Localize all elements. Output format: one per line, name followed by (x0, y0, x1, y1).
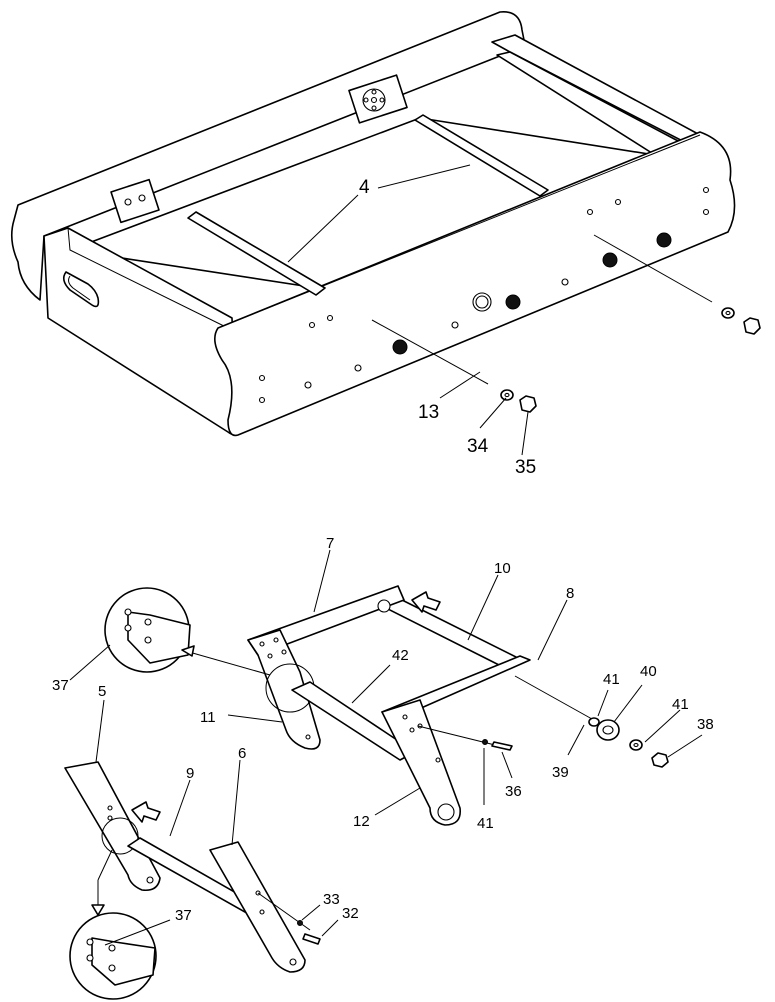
callout-37-b: 37 (175, 907, 192, 924)
rail-right (414, 114, 549, 197)
slot-inner (68, 275, 91, 301)
leg-12 (381, 699, 462, 826)
callout-7: 7 (326, 535, 334, 552)
direction-arrow-upper (411, 591, 441, 613)
callout-8: 8 (566, 585, 574, 602)
callout-11: 11 (200, 709, 216, 726)
mounting-plate-left (110, 178, 160, 224)
nut-35-left (519, 395, 537, 413)
washer-33 (297, 920, 303, 926)
table-cabinet (10, 11, 761, 437)
gear-3 (602, 252, 618, 268)
rod-13-left (371, 319, 489, 385)
detail-circle-lower (101, 817, 139, 855)
rail-left (187, 211, 326, 296)
gear-2 (505, 294, 521, 310)
leg-assembly-lower (64, 761, 321, 973)
bolt-32 (302, 933, 321, 945)
nut-35-right (743, 317, 761, 335)
nut-38 (651, 752, 669, 768)
leg-bracket-11 (247, 629, 321, 750)
bottom-leaders (69, 549, 703, 946)
leg-assembly-upper (247, 585, 669, 826)
gear-1 (392, 339, 408, 355)
callout-33: 33 (323, 891, 340, 908)
callout-34: 34 (467, 436, 489, 457)
washer-41-b (588, 717, 600, 727)
callout-6: 6 (238, 745, 246, 762)
rod-13-right (593, 234, 713, 303)
left-end-edge (67, 227, 233, 331)
leg-5 (64, 761, 161, 892)
callout-42: 42 (392, 647, 409, 664)
axle-39 (514, 675, 593, 720)
direction-arrow-lower (131, 801, 161, 823)
callout-9: 9 (186, 765, 194, 782)
callout-13: 13 (418, 402, 439, 423)
bolt-36 (491, 741, 513, 751)
callout-10: 10 (494, 560, 511, 577)
callout-41-a: 41 (477, 815, 494, 832)
callout-36: 36 (505, 783, 522, 800)
callout-37-a: 37 (52, 677, 69, 694)
ball-return-slot (62, 271, 100, 308)
right-end-wall (491, 34, 701, 151)
callout-5: 5 (98, 683, 106, 700)
gear-4 (656, 232, 672, 248)
detail-bubble-lower (69, 912, 157, 1000)
washer-41-a (482, 739, 488, 745)
callout-39: 39 (552, 764, 569, 781)
callout-41-b: 41 (603, 671, 620, 688)
callout-38: 38 (697, 716, 714, 733)
callout-41-c: 41 (672, 696, 689, 713)
callout-40: 40 (640, 663, 657, 680)
callout-4: 4 (359, 177, 370, 198)
callout-35: 35 (515, 457, 536, 478)
top-leaders (287, 164, 529, 456)
leg-6 (209, 841, 306, 973)
front-side-wall (214, 131, 736, 437)
callout-32: 32 (342, 905, 359, 922)
callout-12: 12 (353, 813, 370, 830)
detail-bubble-upper (104, 587, 271, 676)
